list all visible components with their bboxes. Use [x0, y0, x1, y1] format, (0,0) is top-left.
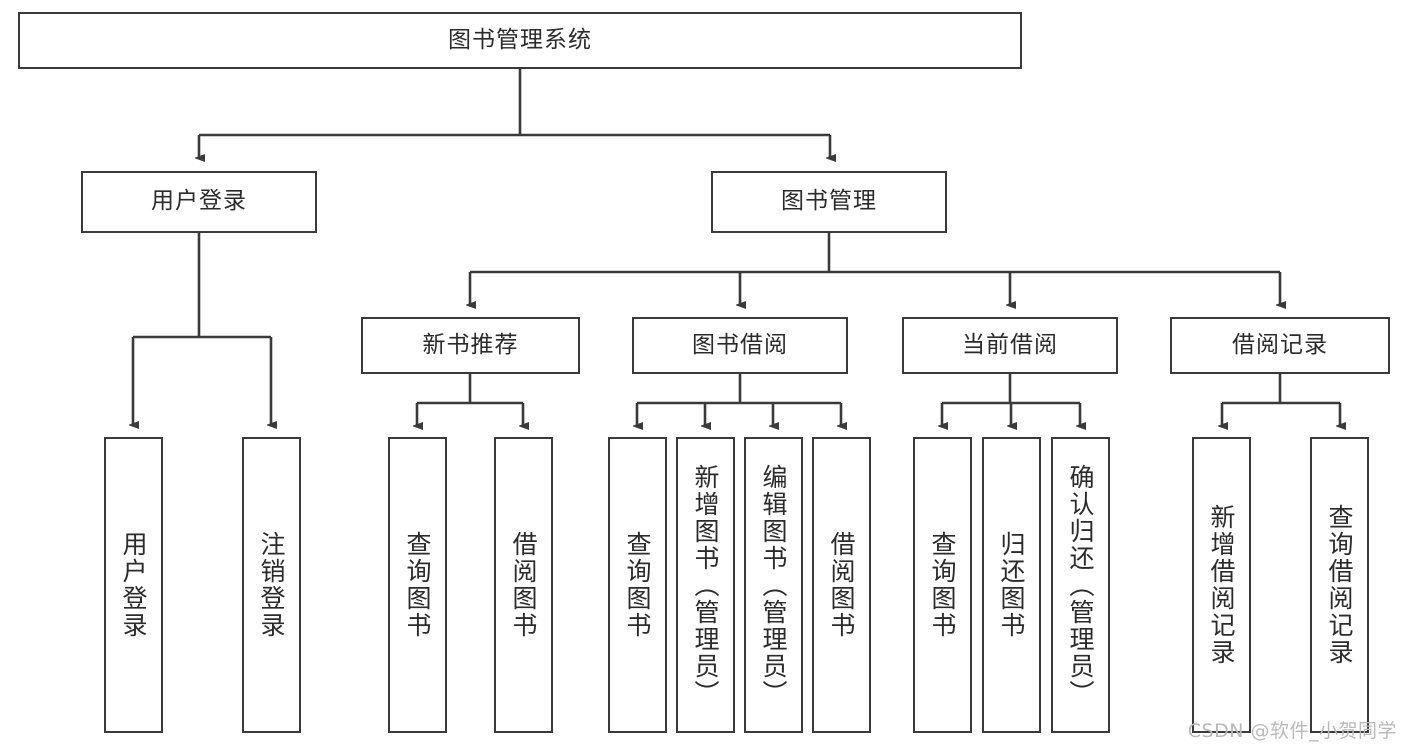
leaf-current-query-book[interactable]: 查询图书: [913, 437, 972, 733]
node-label: 新增图书（管理员）: [691, 463, 720, 707]
node-label: 图书管理: [781, 188, 877, 215]
node-label: 图书管理系统: [448, 26, 592, 53]
node-new-book-recommend[interactable]: 新书推荐: [361, 317, 580, 374]
node-label: 图书借阅: [692, 331, 788, 358]
node-label: 借阅图书: [827, 531, 856, 639]
node-label: 归还图书: [997, 531, 1026, 639]
node-label: 用户登录: [119, 531, 148, 639]
node-label: 注销登录: [257, 531, 286, 639]
leaf-current-confirm-return-admin[interactable]: 确认归还（管理员）: [1051, 437, 1110, 733]
leaf-recommend-query-book[interactable]: 查询图书: [388, 437, 447, 733]
node-label: 借阅记录: [1232, 331, 1328, 358]
leaf-user-logout[interactable]: 注销登录: [242, 437, 301, 733]
node-label: 确认归还（管理员）: [1066, 463, 1095, 707]
leaf-borrow-borrow-book[interactable]: 借阅图书: [812, 437, 871, 733]
node-current-borrow[interactable]: 当前借阅: [902, 317, 1118, 374]
leaf-user-login[interactable]: 用户登录: [104, 437, 163, 733]
leaf-borrow-add-book-admin[interactable]: 新增图书（管理员）: [676, 437, 735, 733]
node-label: 借阅图书: [509, 531, 538, 639]
node-label: 新增借阅记录: [1207, 504, 1236, 666]
node-label: 查询借阅记录: [1325, 504, 1354, 666]
node-borrow-record[interactable]: 借阅记录: [1170, 317, 1390, 374]
node-book-borrow[interactable]: 图书借阅: [632, 317, 848, 374]
node-label: 新书推荐: [422, 331, 519, 358]
leaf-borrow-edit-book-admin[interactable]: 编辑图书（管理员）: [744, 437, 803, 733]
node-label: 编辑图书（管理员）: [759, 463, 788, 707]
leaf-borrow-query-book[interactable]: 查询图书: [608, 437, 667, 733]
leaf-record-add-borrow-record[interactable]: 新增借阅记录: [1192, 437, 1251, 733]
node-label: 查询图书: [403, 531, 432, 639]
node-label: 用户登录: [151, 188, 247, 215]
watermark-text: CSDN @软件_小贺同学: [1187, 720, 1397, 742]
node-book-management[interactable]: 图书管理: [711, 171, 947, 233]
leaf-current-return-book[interactable]: 归还图书: [982, 437, 1041, 733]
node-label: 当前借阅: [962, 331, 1058, 358]
node-root-book-management-system[interactable]: 图书管理系统: [18, 12, 1022, 69]
leaf-record-query-borrow-record[interactable]: 查询借阅记录: [1310, 437, 1369, 733]
node-label: 查询图书: [928, 531, 957, 639]
leaf-recommend-borrow-book[interactable]: 借阅图书: [494, 437, 553, 733]
node-label: 查询图书: [623, 531, 652, 639]
node-user-login[interactable]: 用户登录: [81, 171, 317, 233]
